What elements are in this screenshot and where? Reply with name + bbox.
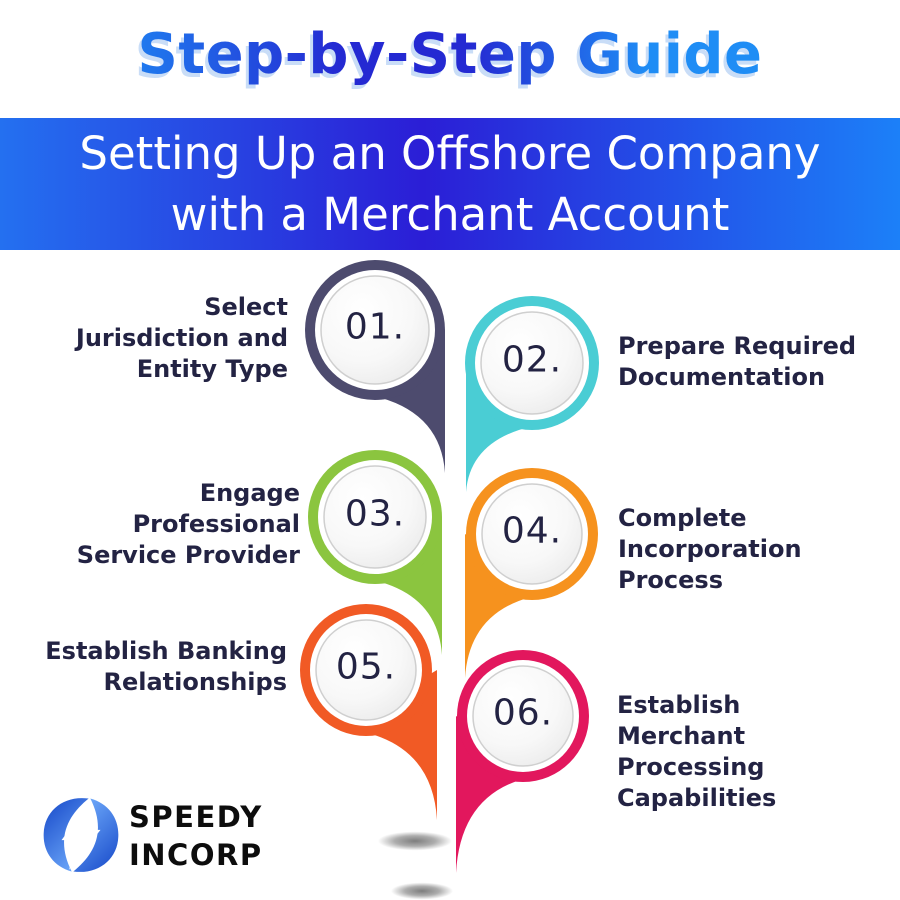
page-title: Step-by-Step Guide — [0, 22, 900, 87]
step-1-disc — [320, 275, 430, 385]
logo-text: SPEEDY INCORP — [129, 798, 263, 874]
step-4-number: 04. — [501, 510, 563, 552]
step-3-disc — [323, 465, 427, 569]
ground-shadow — [378, 831, 452, 851]
step-5-label: Establish Banking Relationships — [45, 637, 287, 696]
step-4-label: Complete Incorporation Process — [618, 504, 802, 594]
step-3-label: Engage Professional Service Provider — [76, 479, 300, 569]
step-5-disc — [315, 619, 417, 721]
step-2-label: Prepare Required Documentation — [618, 332, 857, 391]
step-1-label: Select Jurisdiction and Entity Type — [75, 293, 288, 383]
step-4-disc — [481, 483, 583, 585]
step-1-number: 01. — [344, 306, 406, 348]
step-5-number: 05. — [335, 646, 397, 688]
subtitle-line-2: with a Merchant Account — [170, 188, 730, 241]
step-3-number: 03. — [344, 493, 406, 535]
step-6-label: Establish Merchant Processing Capabiliti… — [617, 691, 777, 812]
lightning-bolt-icon — [43, 798, 119, 872]
step-2-disc — [480, 311, 584, 415]
step-2-number: 02. — [501, 339, 563, 381]
step-6-disc — [472, 665, 574, 767]
logo-text-line-2: INCORP — [129, 838, 263, 872]
subtitle-banner: Setting Up an Offshore Company with a Me… — [0, 118, 900, 250]
ground-shadow — [391, 882, 453, 900]
step-6-number: 06. — [492, 692, 554, 734]
logo-text-line-1: SPEEDY — [129, 800, 263, 834]
subtitle-line-1: Setting Up an Offshore Company — [79, 127, 821, 180]
